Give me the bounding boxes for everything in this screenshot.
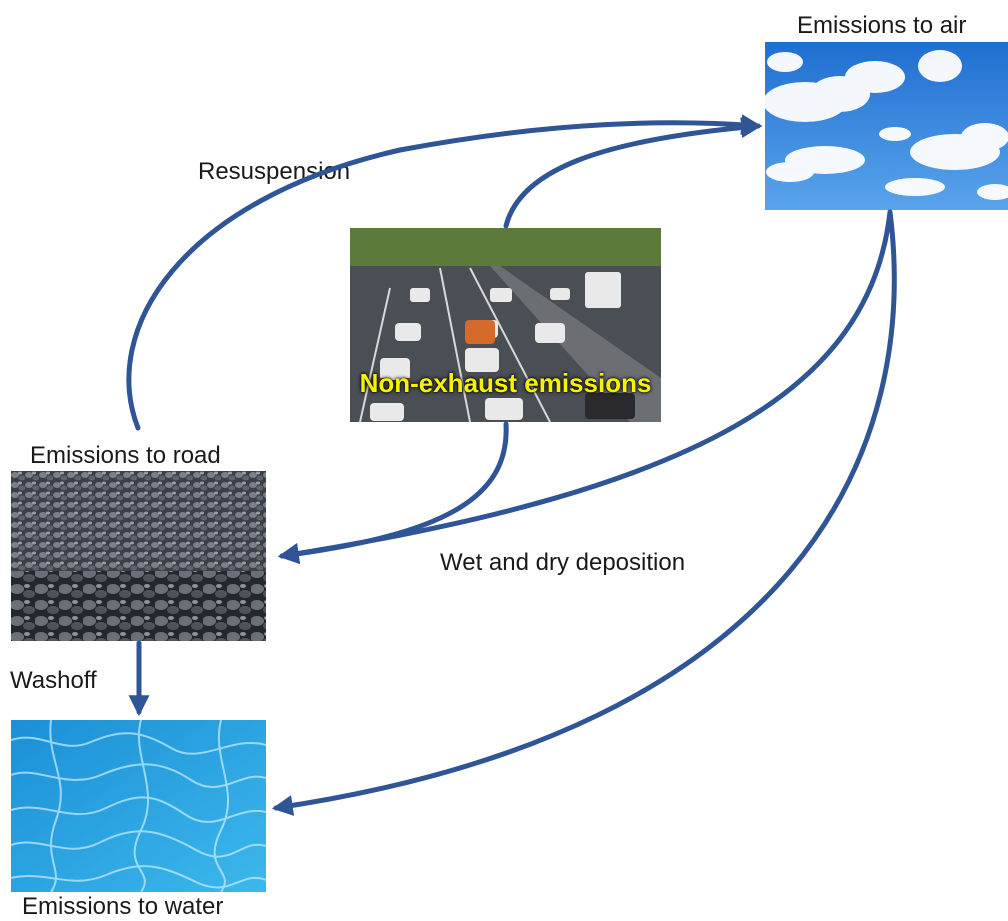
sky-image — [765, 42, 1008, 210]
road-image — [11, 471, 266, 641]
air-to-road-deposition-arrow — [277, 209, 893, 564]
road-node-label: Emissions to road — [30, 442, 221, 469]
washoff-label: Washoff — [10, 667, 97, 694]
deposition-label: Wet and dry deposition — [440, 549, 686, 576]
water-node-label: Emissions to water — [22, 893, 224, 920]
traffic-image: Non-exhaust emissions — [350, 228, 661, 422]
resuspension-arrow — [126, 114, 763, 431]
source-to-air-arrow — [503, 117, 763, 229]
air-node-label: Emissions to air — [797, 12, 967, 39]
source-node-label: Non-exhaust emissions — [359, 368, 652, 398]
water-image — [11, 720, 266, 892]
air-to-water-deposition-arrow — [271, 209, 897, 816]
